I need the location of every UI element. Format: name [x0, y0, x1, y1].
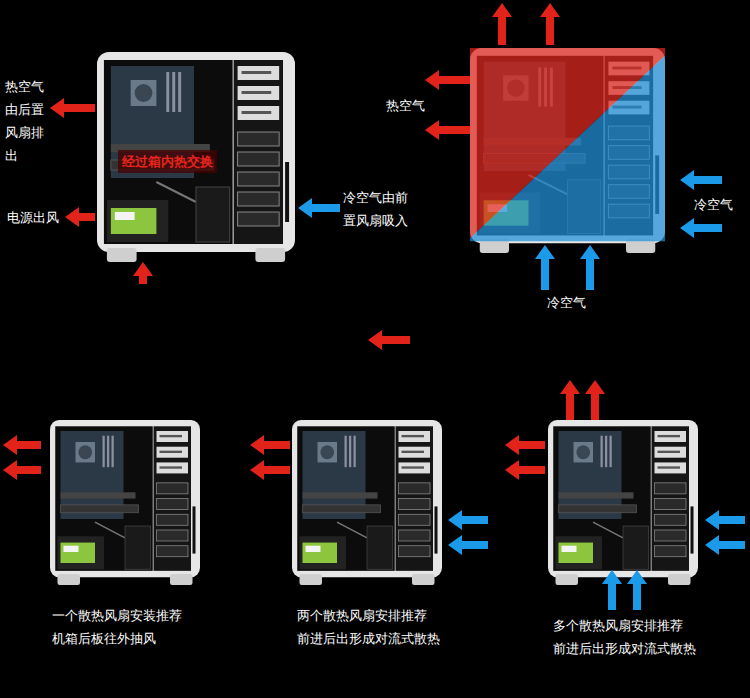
hot-arrow [425, 120, 470, 140]
heat-zone [470, 48, 665, 241]
pc-case [470, 48, 665, 253]
cool-arrow [298, 198, 340, 218]
pc-case [97, 52, 295, 262]
cool-air-label: 冷空气 [547, 291, 586, 314]
pc-case [50, 420, 200, 585]
hot-air-label: 热空气 [386, 94, 425, 117]
cool-arrow [705, 535, 745, 555]
cool-air-label: 冷空气 [694, 193, 733, 216]
hot-arrow [368, 330, 410, 350]
hot-arrow [250, 435, 290, 455]
hot-arrow [540, 3, 560, 45]
hot-arrow [505, 460, 545, 480]
hot-arrow [560, 380, 580, 420]
fan-caption: 两个散热风扇安排推荐 前进后出形成对流式散热 [297, 604, 441, 650]
cool-arrow [627, 570, 647, 610]
fan-caption: 一个散热风扇安装推荐 机箱后板往外抽风 [52, 604, 185, 650]
hot-arrow [133, 262, 153, 284]
hot-arrow [250, 460, 290, 480]
cool-arrow [602, 570, 622, 610]
pc-case [548, 420, 698, 585]
airflow-note: 热空气 由后置 风扇排出 [5, 75, 47, 167]
airflow-note: 冷空气由前 置风扇吸入 [343, 186, 411, 232]
pc-case [292, 420, 442, 585]
hot-arrow [3, 435, 41, 455]
cool-arrow [535, 245, 555, 290]
hot-arrow [65, 207, 95, 227]
cool-arrow [680, 170, 722, 190]
hot-arrow [585, 380, 605, 420]
hot-arrow [505, 435, 545, 455]
cool-zone [470, 56, 665, 241]
cool-arrow [448, 535, 488, 555]
cool-arrow [448, 510, 488, 530]
cool-arrow [580, 245, 600, 290]
fan-caption: 多个散热风扇安排推荐 前进后出形成对流式散热 [553, 614, 697, 660]
psu-airflow-note: 电源出风 [7, 206, 59, 229]
heat-exchange-note: 经过箱内热交换 [118, 150, 217, 173]
hot-arrow [492, 3, 512, 45]
cool-arrow [680, 218, 722, 238]
hot-arrow [425, 70, 470, 90]
cool-arrow [705, 510, 745, 530]
hot-arrow [50, 98, 95, 118]
hot-arrow [3, 460, 41, 480]
